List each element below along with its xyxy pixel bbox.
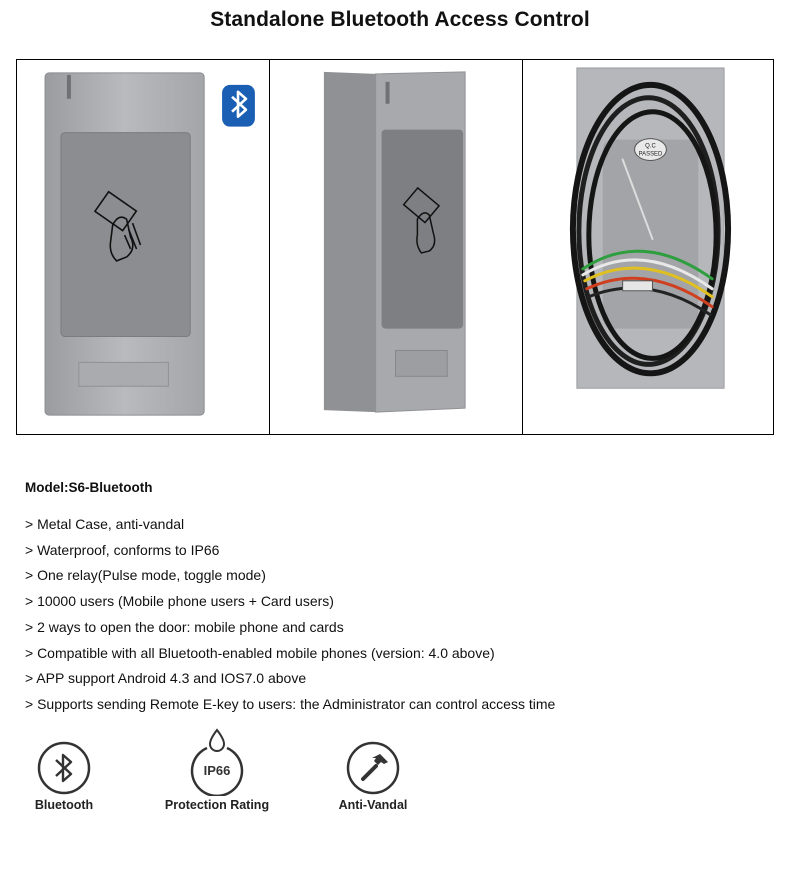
back-view-image: Q.C PASSED [523,60,773,434]
qc-label-line2: PASSED [639,151,663,157]
model-number: Model:S6-Bluetooth [25,480,153,495]
badge-label: Anti-Vandal [338,798,408,812]
back-view-illustration: Q.C PASSED [569,67,732,389]
side-view-illustration [323,71,466,413]
feature-item: > APP support Android 4.3 and IOS7.0 abo… [25,670,307,687]
front-view-image [17,60,270,434]
side-view-image [270,60,523,434]
card-hand-icon [402,186,441,254]
feature-list: > Metal Case, anti-vandal > Waterproof, … [25,512,555,718]
bluetooth-badge-icon [222,84,255,127]
feature-item: > 10000 users (Mobile phone users + Card… [25,593,334,610]
card-hand-icon [93,190,142,262]
feature-item: > Metal Case, anti-vandal [25,516,185,532]
bluetooth-feature-badge: Bluetooth [24,740,104,812]
ip66-icon: IP66 [190,728,244,796]
cable-coil [569,81,732,377]
ip66-text: IP66 [204,763,231,778]
qc-label-line1: Q.C [645,144,656,150]
product-image-gallery: Q.C PASSED [16,59,774,435]
badge-label: Protection Rating [164,798,270,812]
page-title: Standalone Bluetooth Access Control [210,8,590,31]
feature-item: > Waterproof, conforms to IP66 [25,541,220,558]
anti-vandal-badge: Anti-Vandal [330,740,416,812]
front-view-illustration [44,72,255,416]
feature-item: > Compatible with all Bluetooth-enabled … [25,644,495,661]
protection-rating-badge: IP66 Protection Rating [156,728,278,812]
bluetooth-icon [37,741,91,795]
feature-item: > 2 ways to open the door: mobile phone … [25,618,344,635]
hammer-icon [346,741,400,795]
feature-item: > Supports sending Remote E-key to users… [25,695,556,712]
badge-label: Bluetooth [34,798,94,812]
feature-item: > One relay(Pulse mode, toggle mode) [25,567,266,584]
